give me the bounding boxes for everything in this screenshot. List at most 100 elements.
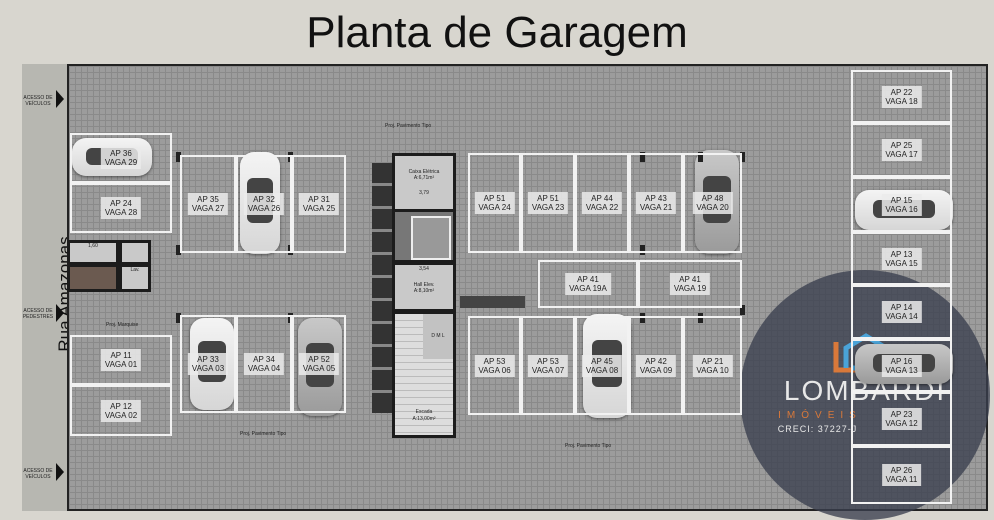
apartment-number: AP 52: [308, 355, 330, 364]
parking-spot[interactable]: [683, 316, 742, 415]
apartment-number: AP 43: [645, 194, 667, 203]
arrow-right-icon: [56, 304, 64, 322]
spot-number: VAGA 01: [104, 360, 138, 369]
parking-spot[interactable]: [236, 155, 292, 253]
parking-spot[interactable]: [70, 183, 172, 233]
projection-note: Proj. Pavimento Tipo: [565, 443, 612, 449]
parking-spot[interactable]: [180, 315, 236, 413]
apartment-number: AP 23: [890, 410, 913, 419]
parking-spot[interactable]: [638, 260, 742, 308]
stairs-label: Escada: [415, 409, 433, 415]
parking-spot[interactable]: [851, 70, 952, 123]
pillar: [176, 245, 181, 255]
apartment-number: AP 41: [577, 275, 599, 284]
apartment-number: AP 41: [679, 275, 701, 284]
spot-number: VAGA 08: [585, 365, 619, 375]
spot-number: VAGA 19: [673, 284, 707, 293]
apartment-number: AP 31: [308, 195, 330, 204]
spot-number: VAGA 14: [885, 312, 918, 321]
parking-spot[interactable]: [629, 316, 683, 415]
electrical-room-area: A:6,71m²: [413, 175, 435, 181]
hall-area: A:8,10m²: [413, 288, 435, 294]
spot-number: VAGA 27: [191, 204, 225, 213]
pillar: [698, 152, 703, 162]
parking-spot[interactable]: [851, 177, 952, 232]
spot-number: VAGA 15: [885, 258, 918, 268]
ramp-wall: [460, 296, 525, 308]
parking-spot[interactable]: [180, 155, 236, 253]
parking-spot[interactable]: [521, 316, 575, 415]
shaft-column: [372, 163, 394, 413]
parking-spot[interactable]: [468, 153, 521, 253]
elevator-hall: 3,54 Hall Elev. A:8,10m²: [392, 262, 456, 312]
spot-number: VAGA 26: [247, 204, 281, 213]
apartment-number: AP 26: [890, 466, 913, 475]
pillar: [640, 313, 645, 323]
room: [119, 240, 151, 265]
apartment-number: AP 33: [197, 355, 219, 364]
parking-spot[interactable]: [292, 315, 346, 413]
dml-room: D M L: [423, 314, 453, 359]
spot-number: VAGA 05: [302, 364, 336, 373]
apartment-number: AP 13: [890, 249, 913, 259]
projection-note: Proj. Marquise: [106, 322, 139, 328]
parking-spot[interactable]: [538, 260, 638, 308]
parking-spot[interactable]: [468, 316, 521, 415]
parking-spot[interactable]: [629, 153, 683, 253]
parking-spot[interactable]: [851, 392, 952, 446]
parking-spot[interactable]: [70, 385, 172, 436]
parking-spot[interactable]: [851, 446, 952, 504]
pillar: [740, 305, 745, 315]
parking-spot[interactable]: [851, 339, 952, 392]
parking-spot[interactable]: [236, 315, 292, 413]
apartment-number: AP 53: [537, 356, 559, 366]
stairs-area: A:13,00m²: [412, 416, 436, 422]
spot-number: VAGA 20: [696, 203, 729, 212]
projection-note: Proj. Pavimento Tipo: [385, 123, 432, 129]
pillar: [698, 313, 703, 323]
apartment-number: AP 35: [197, 195, 219, 204]
parking-spot[interactable]: [851, 285, 952, 339]
parking-spot[interactable]: [851, 123, 952, 177]
spot-number: VAGA 12: [885, 419, 918, 428]
apartment-number: AP 48: [701, 194, 724, 203]
parking-spot[interactable]: [70, 335, 172, 385]
apartment-number: AP 42: [645, 356, 667, 366]
spot-number: VAGA 16: [885, 204, 918, 214]
apartment-number: AP 24: [110, 199, 132, 208]
apartment-number: AP 14: [890, 303, 913, 312]
spot-number: VAGA 28: [104, 208, 138, 217]
room: [67, 264, 119, 292]
parking-spot[interactable]: [292, 155, 346, 253]
elevator: [411, 216, 451, 260]
parking-spot[interactable]: [575, 316, 629, 415]
pillar: [640, 245, 645, 255]
parking-spot[interactable]: [521, 153, 575, 253]
parking-spot[interactable]: [575, 153, 629, 253]
electrical-room-width: 3,79: [419, 190, 429, 196]
lavatory-label: Lav.: [130, 267, 140, 273]
apartment-number: AP 32: [253, 195, 275, 204]
spot-number: VAGA 06: [478, 365, 511, 375]
apartment-number: AP 45: [591, 356, 613, 366]
arrow-right-icon: [56, 90, 64, 108]
parking-spot[interactable]: [70, 133, 172, 183]
parking-spot[interactable]: [683, 153, 742, 253]
apartment-number: AP 16: [890, 356, 913, 366]
parking-spot[interactable]: [851, 232, 952, 285]
pillar: [176, 313, 181, 323]
